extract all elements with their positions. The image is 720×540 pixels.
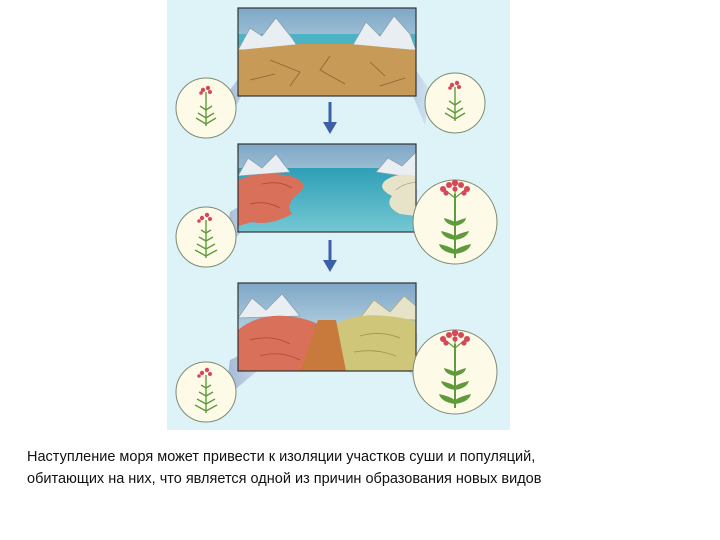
flower-plant-icon — [444, 87, 466, 121]
flower-plant-icon — [194, 220, 218, 258]
flower-plant-icon — [439, 179, 471, 258]
plant-bubble-right-large — [412, 179, 498, 265]
plant-bubble-right-large — [412, 329, 498, 415]
stage-2 — [175, 143, 498, 268]
flower-plant-icon — [194, 375, 218, 413]
plant-bubble-left — [175, 361, 237, 423]
down-arrow-icon — [323, 240, 337, 272]
plant-bubble-right — [424, 72, 486, 134]
scene-continuous-land — [238, 8, 416, 96]
flower-plant-icon — [439, 329, 471, 408]
caption: Наступление моря может привести к изоляц… — [27, 446, 707, 490]
stage-3 — [175, 282, 498, 423]
plant-bubble-left — [175, 77, 237, 139]
down-arrow-icon — [323, 102, 337, 134]
caption-line-1: Наступление моря может привести к изоляц… — [27, 449, 536, 465]
caption-line-2: обитающих на них, что является одной из … — [27, 471, 542, 487]
scene-sea-separation — [238, 144, 416, 232]
plant-bubble-left — [175, 206, 237, 268]
stage-1 — [175, 7, 486, 139]
speciation-diagram — [167, 0, 510, 430]
scene-reconnected-land — [238, 283, 416, 371]
flower-plant-icon — [195, 92, 217, 126]
